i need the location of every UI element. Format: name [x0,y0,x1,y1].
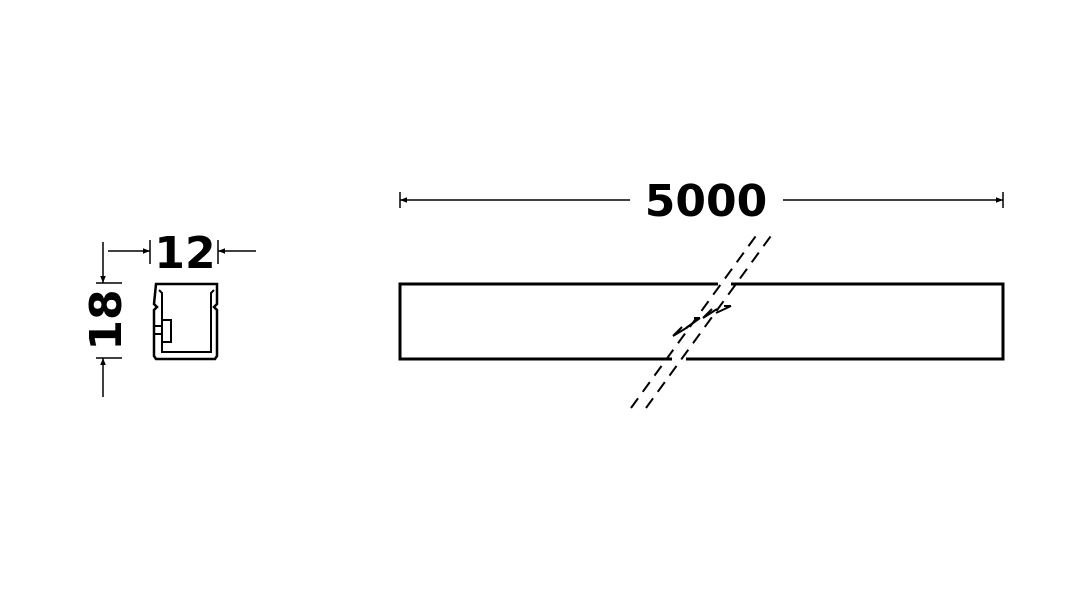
profile-side-view [398,282,1005,361]
height-dimension [96,242,122,397]
break-lines [630,232,774,409]
height-label: 18 [81,289,132,350]
break-arrows [672,305,732,337]
profile-cross-section [152,282,219,361]
width-label: 12 [154,228,215,279]
length-dimension [399,192,1004,208]
length-label: 5000 [645,176,767,227]
width-dimension [108,240,256,264]
